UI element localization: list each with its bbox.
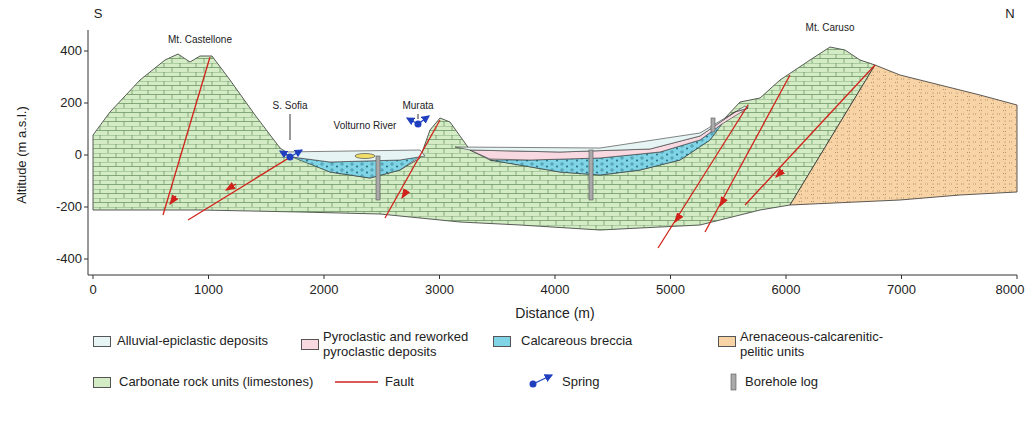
boreholes: [376, 118, 715, 200]
tick-label: 0: [89, 283, 96, 298]
direction-label: S: [94, 7, 103, 22]
alluvial: [282, 106, 748, 162]
legend-text: Alluvial-epiclastic deposits: [117, 334, 268, 349]
direction-label: N: [1005, 7, 1014, 22]
tick-label: 0: [75, 148, 82, 163]
tick-label: -200: [56, 200, 82, 215]
legend-text: Pyroclastic and reworked pyroclastic dep…: [323, 330, 473, 360]
peak-name: Mt. Castellone: [168, 34, 232, 46]
tick-label: 400: [60, 44, 82, 59]
tick-label: 8000: [996, 283, 1025, 298]
leader-lines: [290, 114, 418, 140]
legend-swatch: [93, 377, 111, 388]
axis-title: Distance (m): [515, 305, 594, 321]
spring-name: S. Sofia: [272, 100, 307, 112]
legend-swatch: [93, 336, 111, 347]
legend-symbols: [335, 374, 736, 390]
fault-lines: [163, 57, 875, 248]
tick-label: 1000: [194, 283, 223, 298]
legend-text: Fault: [385, 375, 414, 390]
river-name: Volturno River: [334, 120, 397, 132]
carbonate-unit: [93, 47, 875, 230]
legend-text: Calcareous breccia: [521, 334, 632, 349]
arenaceous-unit: [790, 65, 1017, 205]
axis-title: Altitude (m a.s.l.): [15, 106, 30, 204]
legend-text: Borehole log: [745, 375, 818, 390]
tick-label: 7000: [887, 283, 916, 298]
peak-name: Mt. Caruso: [806, 22, 855, 34]
tick-label: 5000: [656, 283, 685, 298]
axes: [84, 30, 1017, 279]
legend-text: Spring: [562, 375, 600, 390]
tick-label: 6000: [772, 283, 801, 298]
tick-label: -400: [56, 252, 82, 267]
tick-label: 2000: [310, 283, 339, 298]
legend-swatch: [301, 339, 319, 350]
spring-name: Murata: [402, 100, 433, 112]
pyroclastic: [470, 108, 748, 160]
tick-label: 4000: [541, 283, 570, 298]
legend-swatch: [493, 336, 511, 347]
springs: [280, 116, 429, 161]
legend-text: Carbonate rock units (limestones): [119, 375, 313, 390]
tick-label: 200: [60, 96, 82, 111]
tick-label: 3000: [425, 283, 454, 298]
legend-swatch: [718, 336, 736, 347]
legend-text: Arenaceous-calcarenitic-pelitic units: [740, 330, 900, 360]
